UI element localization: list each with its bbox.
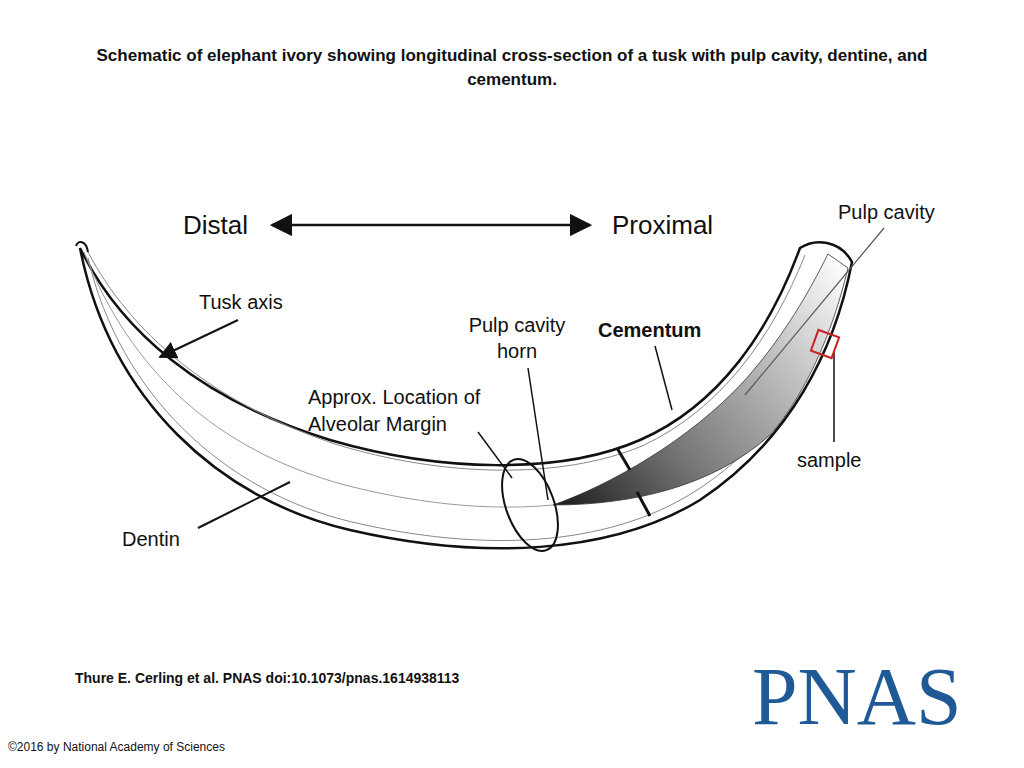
leader-line — [160, 320, 238, 357]
figure-citation: Thure E. Cerling et al. PNAS doi:10.1073… — [75, 670, 459, 687]
figure-title: Schematic of elephant ivory showing long… — [62, 44, 962, 92]
direction-label: Proximal — [612, 210, 713, 241]
alveolar-margin — [491, 452, 569, 559]
part-label: Pulp cavity horn — [452, 312, 582, 364]
part-label: Pulp cavity — [838, 200, 935, 224]
direction-label: Distal — [183, 210, 248, 241]
journal-logo: PNAS — [752, 656, 962, 738]
tusk-axis — [84, 252, 553, 507]
leader-line — [833, 352, 835, 442]
section-mark — [617, 448, 630, 470]
part-label: sample — [797, 448, 861, 472]
part-label: Tusk axis — [199, 290, 283, 314]
leader-line — [655, 346, 672, 410]
copyright-note: ©2016 by National Academy of Sciences — [8, 740, 225, 754]
sample-box — [811, 330, 839, 358]
direction-arrow — [272, 224, 590, 227]
tusk-outline — [80, 242, 852, 548]
part-label: Dentin — [122, 527, 180, 551]
leader-line — [528, 368, 548, 500]
part-label: Cementum — [598, 318, 701, 342]
leader-line — [745, 228, 884, 395]
tusk-tip — [76, 242, 88, 252]
leader-line — [198, 482, 290, 528]
leader-line — [478, 432, 512, 478]
section-mark — [637, 492, 650, 516]
part-label: Approx. Location of Alveolar Margin — [308, 384, 508, 438]
